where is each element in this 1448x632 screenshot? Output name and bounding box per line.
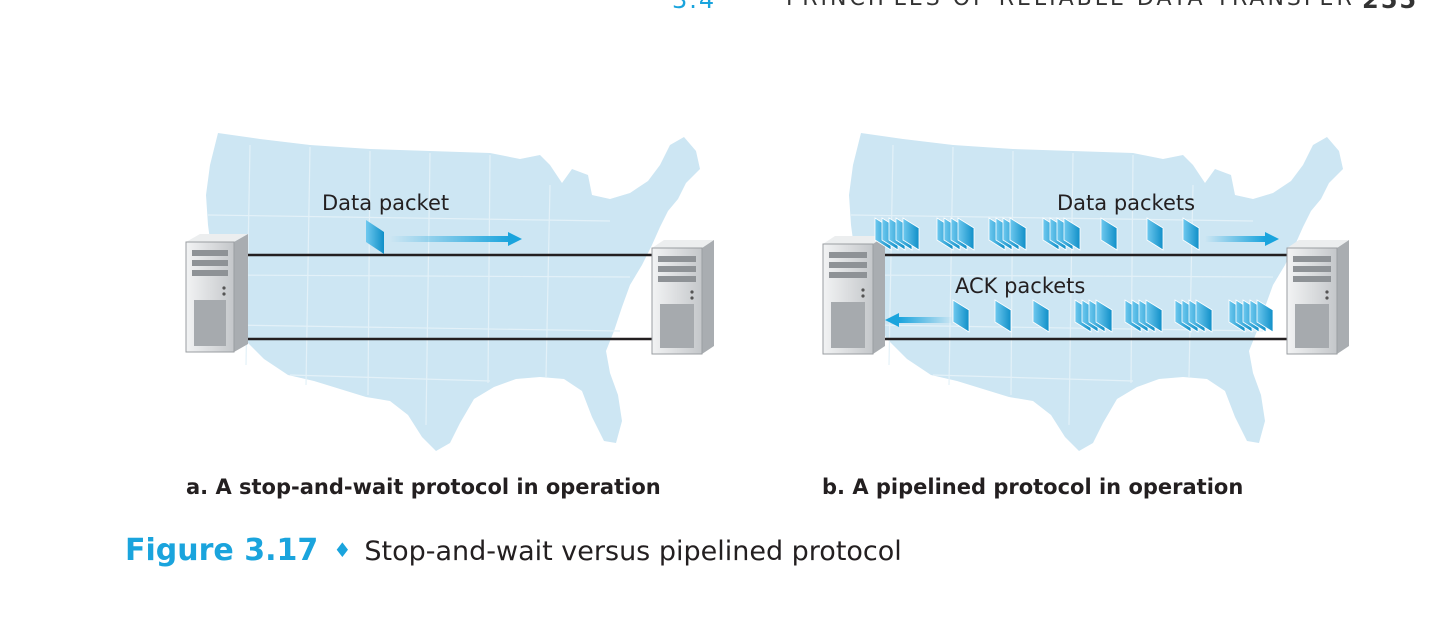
figure-caption: Figure 3.17 ♦ Stop-and-wait versus pipel… — [125, 533, 902, 568]
data-packet — [1063, 217, 1081, 251]
figure-title: Stop-and-wait versus pipelined protocol — [364, 536, 902, 567]
data-packets-label: Data packets — [1057, 191, 1195, 215]
stop-and-wait-diagram: Data packet — [185, 132, 714, 452]
data-packet — [1146, 217, 1164, 251]
data-packet — [902, 217, 920, 251]
data-packet — [1182, 217, 1200, 251]
ack-packet-groups — [952, 299, 1274, 333]
data-packet — [1100, 217, 1118, 251]
ack-packet — [1145, 299, 1163, 333]
panel-pipelined: Data packets ACK packets — [815, 120, 1375, 470]
header-section-number: 3.4 — [672, 0, 717, 14]
header-chapter-title: PRINCIPLES OF RELIABLE DATA TRANSFER — [786, 0, 1355, 11]
data-packet-groups — [874, 217, 1200, 251]
data-packet — [366, 220, 384, 254]
pipelined-diagram: Data packets ACK packets — [822, 132, 1349, 452]
forward-arrow — [1205, 232, 1279, 246]
ack-packet — [1256, 299, 1274, 333]
receiver-server-icon — [651, 240, 714, 355]
forward-arrow — [390, 232, 522, 246]
sender-server-icon — [822, 236, 885, 355]
data-packet-label: Data packet — [322, 191, 449, 215]
receiver-server-icon — [1286, 240, 1349, 355]
diamond-separator-icon: ♦ — [333, 538, 352, 562]
ack-packets-label: ACK packets — [955, 274, 1085, 298]
panel-stop-and-wait: Data packet — [180, 120, 740, 470]
us-map-background — [848, 132, 1344, 452]
ack-packet — [1095, 299, 1113, 333]
data-packet — [1009, 217, 1027, 251]
ack-packet — [1032, 299, 1050, 333]
ack-packet — [952, 299, 970, 333]
us-map-background — [205, 132, 701, 452]
ack-packet — [1195, 299, 1213, 333]
return-arrow — [885, 313, 953, 327]
ack-packet — [994, 299, 1012, 333]
caption-b: b. A pipelined protocol in operation — [822, 475, 1244, 499]
sender-server-icon — [185, 234, 248, 353]
header-page-number: 255 — [1362, 0, 1419, 14]
data-packet — [957, 217, 975, 251]
caption-a: a. A stop-and-wait protocol in operation — [186, 475, 661, 499]
running-header: 3.4 PRINCIPLES OF RELIABLE DATA TRANSFER… — [0, 0, 1448, 14]
figure-number: Figure 3.17 — [125, 533, 319, 568]
